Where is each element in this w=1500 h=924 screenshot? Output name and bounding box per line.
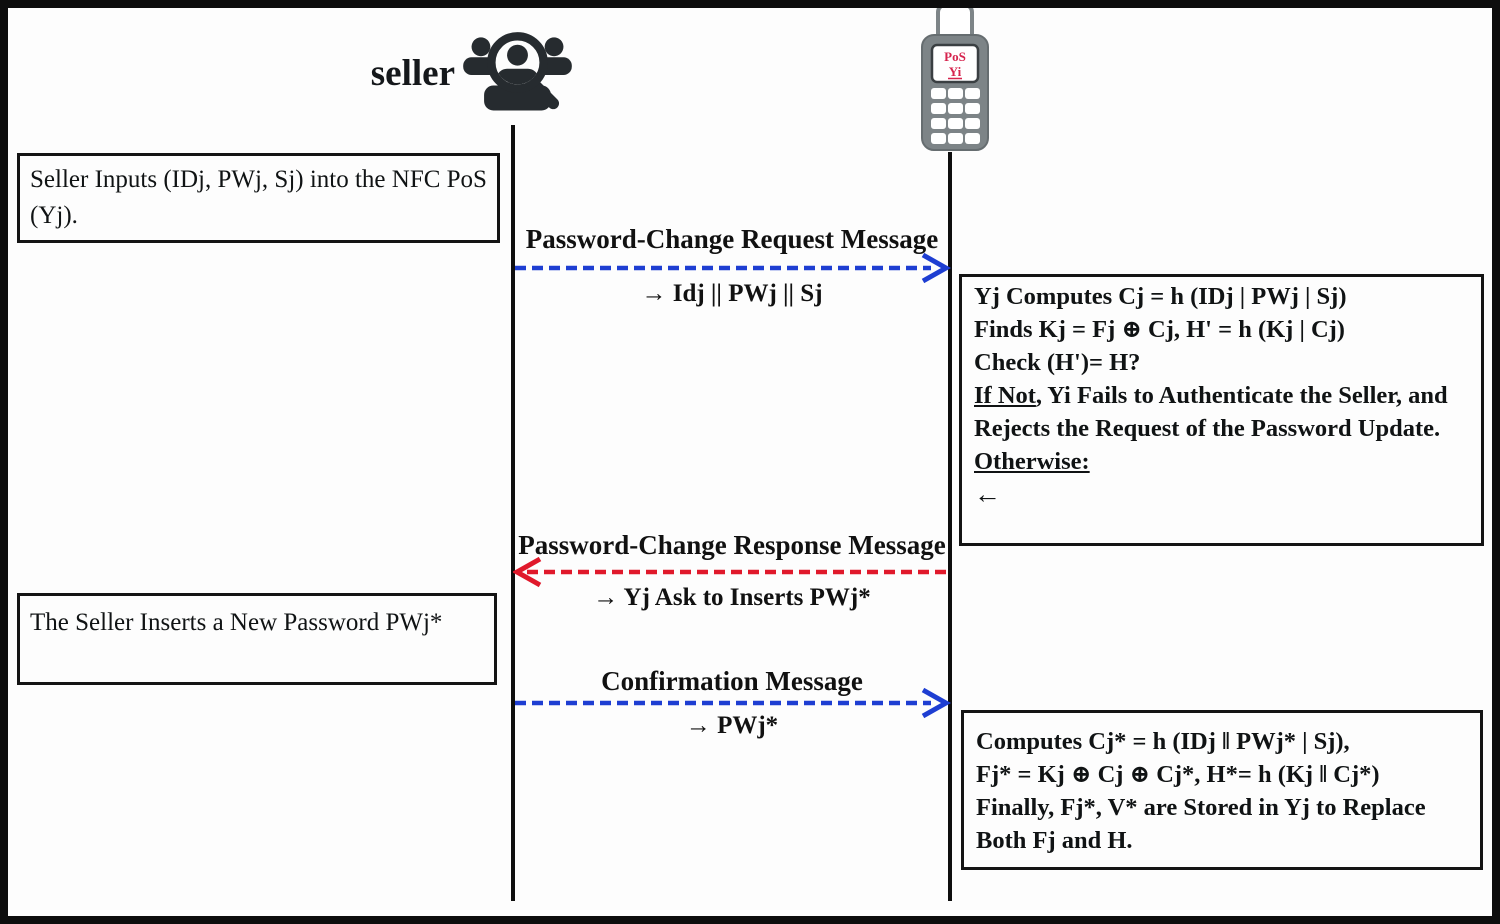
note-seller-new-password-text: The Seller Inserts a New Password PWj*: [30, 609, 443, 636]
arrowhead-right: [921, 252, 951, 284]
if-not-label: If Not: [974, 382, 1036, 409]
left-arrow-glyph: ←: [974, 479, 1001, 509]
seller-actor-label: seller: [370, 53, 455, 94]
phone-screen-yi-label: Yi: [949, 64, 962, 79]
msg-response-param: → Yj Ask to Inserts PWj*: [593, 584, 871, 611]
pos-phone-icon: PoS Yi: [921, 3, 989, 151]
update-line-2: Fj* = Kj ⊕ Cj ⊕ Cj*, H*= h (Kj ‖ Cj*): [976, 761, 1380, 788]
arrowhead-left: [513, 556, 542, 588]
verify-line-1: Yj Computes Cj = h (IDj | PWj | Sj): [974, 283, 1347, 310]
msg-confirmation-arrow: [515, 687, 951, 719]
verify-line-3: Check (H')= H?: [974, 349, 1141, 376]
msg-request-param: → Idj || PWj || Sj: [641, 280, 823, 307]
verify-line-2: Finds Kj = Fj ⊕ Cj, H' = h (Kj | Cj): [974, 316, 1345, 343]
msg-confirmation-title: Confirmation Message: [601, 666, 863, 696]
note-seller-input: Seller Inputs (IDj, PWj, Sj) into the NF…: [17, 153, 500, 243]
update-line-3: Finally, Fj*, V* are Stored in Yj to Rep…: [976, 794, 1426, 854]
note-pos-verification: Yj Computes Cj = h (IDj | PWj | Sj) Find…: [959, 274, 1484, 546]
phone-screen-pos-label: PoS: [944, 49, 966, 64]
phone-screen: [930, 43, 980, 84]
msg-response-arrow: [513, 556, 949, 588]
lifeline-seller: [511, 125, 515, 901]
update-line-1: Computes Cj* = h (IDj ‖ PWj* | Sj),: [976, 728, 1350, 755]
phone-keypad: [931, 88, 980, 144]
lifeline-pos: [948, 152, 952, 901]
note-pos-update: Computes Cj* = h (IDj ‖ PWj* | Sj), Fj* …: [961, 710, 1483, 870]
people-search-icon: [463, 32, 572, 111]
msg-request-title: Password-Change Request Message: [525, 224, 939, 254]
msg-confirmation-param: → PWj*: [685, 712, 779, 739]
msg-request-arrow: [515, 252, 951, 284]
verify-line-4-rest: , Yi Fails to Authenticate the Seller, a…: [974, 382, 1448, 442]
note-seller-new-password: The Seller Inserts a New Password PWj*: [17, 593, 497, 685]
note-seller-input-text: Seller Inputs (IDj, PWj, Sj) into the NF…: [30, 166, 487, 229]
verify-line-4: If Not, Yi Fails to Authenticate the Sel…: [974, 379, 1469, 445]
arrowhead-right: [921, 687, 951, 719]
msg-response-title: Password-Change Response Message: [518, 530, 946, 560]
otherwise-label: Otherwise:: [974, 448, 1090, 475]
